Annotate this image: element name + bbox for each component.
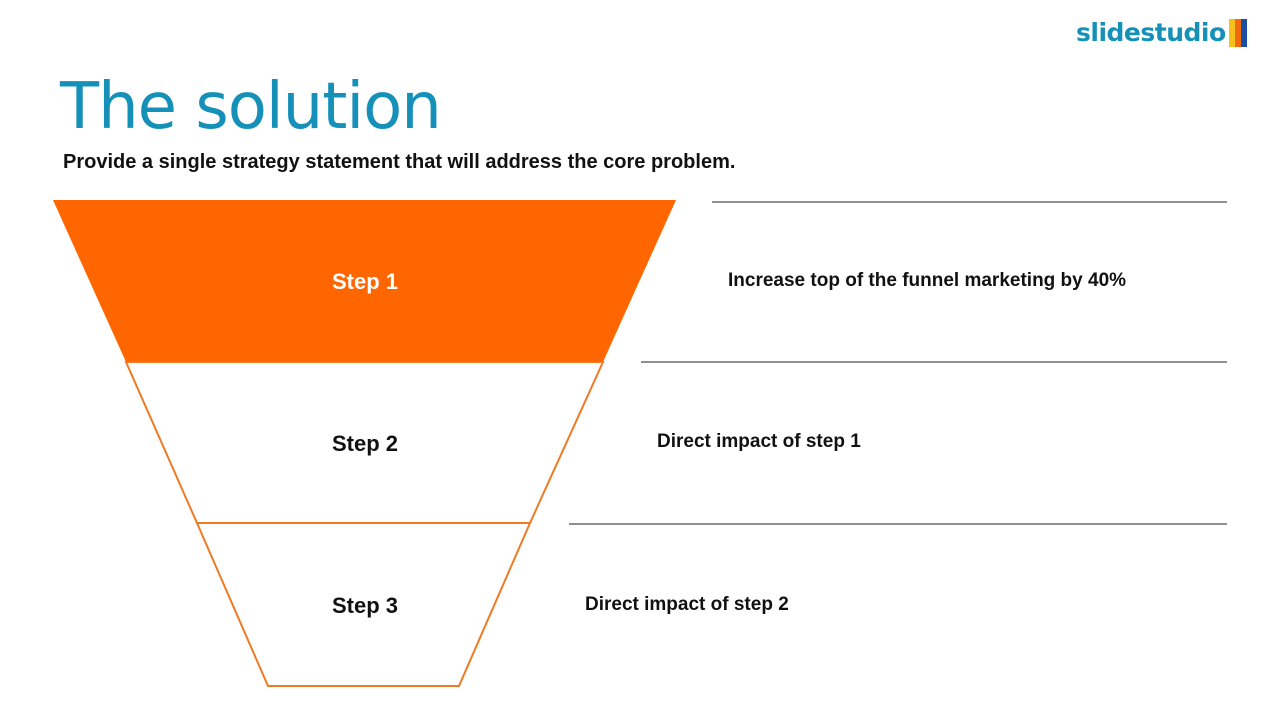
logo-bars-icon [1228,18,1247,47]
step-2-description: Direct impact of step 1 [657,431,861,452]
page-title: The solution [60,70,442,144]
step-1-description: Increase top of the funnel marketing by … [728,270,1127,291]
logo-text: slidestudio [1076,18,1226,47]
funnel-stage-3 [195,522,532,687]
page-subtitle: Provide a single strategy statement that… [63,151,736,173]
step-3-description: Direct impact of step 2 [585,594,789,615]
step-1-label: Step 1 [331,269,399,294]
step-2-label: Step 2 [331,431,399,456]
step-3-label: Step 3 [331,593,399,618]
funnel-stage-1 [53,200,676,362]
logo: slidestudio [1076,18,1247,47]
